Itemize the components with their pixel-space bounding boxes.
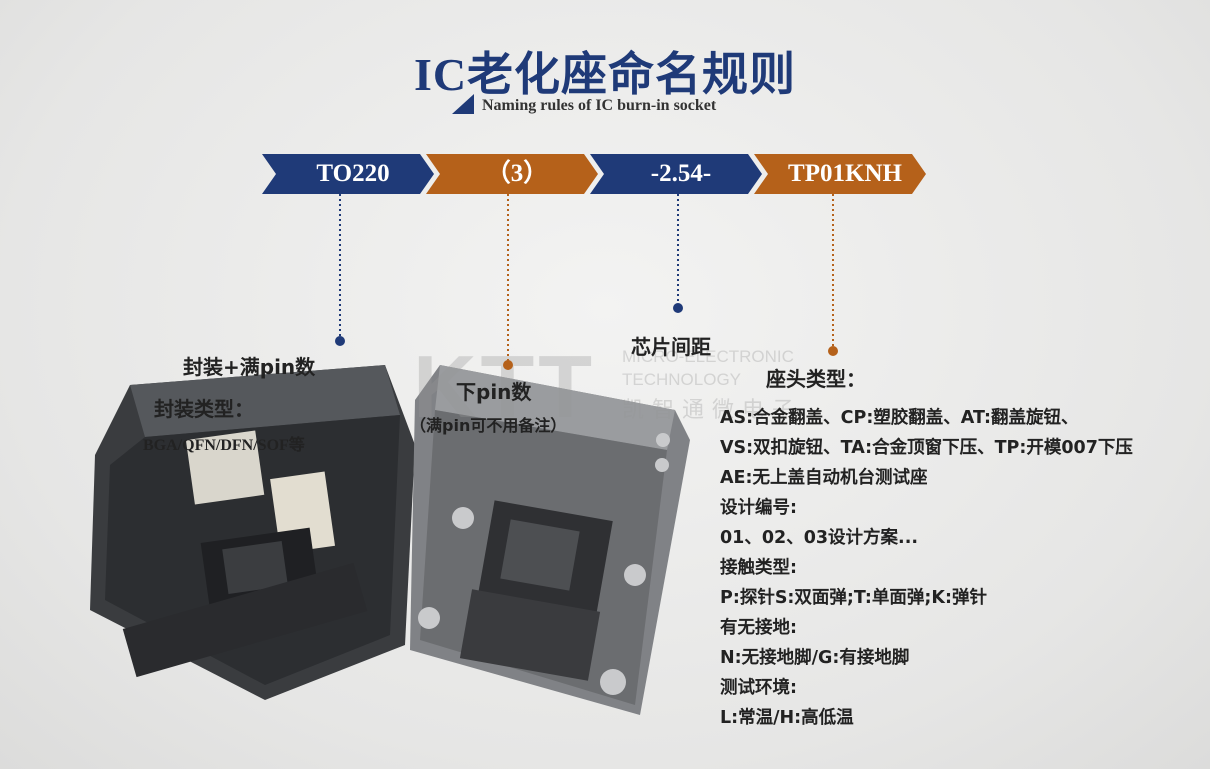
segment-pitch: -2.54- <box>650 160 712 187</box>
page-subtitle: Naming rules of IC burn-in socket <box>482 97 717 114</box>
segment-package: TO220 <box>316 160 390 187</box>
desc-line-9: N:无接地脚/G:有接地脚 <box>720 648 910 668</box>
socket-photo-right <box>410 365 690 715</box>
desc-line-4: 设计编号: <box>720 498 797 518</box>
connector-dot-pin <box>503 360 513 370</box>
desc-line-5: 01、02、03设计方案... <box>720 528 919 548</box>
naming-arrow-bar <box>262 154 926 194</box>
label-pitch: 芯片间距 <box>631 335 711 359</box>
label-package-type: 封装类型： <box>154 397 254 421</box>
desc-line-2: VS:双扣旋钮、TA:合金顶窗下压、TP:开模007下压 <box>720 438 1133 458</box>
label-pin-count: 下pin数 <box>456 380 532 404</box>
desc-line-10: 测试环境: <box>720 678 797 698</box>
segment-shape-pitch <box>590 154 762 194</box>
desc-line-6: 接触类型: <box>720 558 797 578</box>
socket-photo-left <box>90 365 415 700</box>
segment-socket-type: TP01KNH <box>788 160 902 187</box>
connector-dot-socket <box>828 346 838 356</box>
desc-line-11: L:常温/H:高低温 <box>720 708 854 728</box>
watermark-logo: KTT <box>413 337 597 436</box>
watermark-line-2: TECHNOLOGY <box>622 370 742 389</box>
segment-shape-socket <box>754 154 926 194</box>
watermark-line-1: MICRO-ELECTRONIC <box>622 347 794 366</box>
watermark-line-3: 凯智通微电子 <box>622 397 803 422</box>
connector-dot-pitch <box>673 303 683 313</box>
triangle-icon <box>452 94 474 114</box>
desc-line-8: 有无接地: <box>720 618 797 638</box>
label-package-examples: BGA/QFN/DFN/SOF等 <box>143 437 305 454</box>
segment-shape-pin <box>426 154 598 194</box>
desc-line-3: AE:无上盖自动机台测试座 <box>720 468 928 488</box>
segment-shape-package <box>262 154 434 194</box>
segment-pin-count: （3） <box>485 160 549 187</box>
label-package-full-pin: 封装+满pin数 <box>183 355 316 379</box>
desc-line-7: P:探针S:双面弹;T:单面弹;K:弹针 <box>720 588 987 608</box>
page-title: IC老化座命名规则 <box>413 49 797 100</box>
desc-line-1: AS:合金翻盖、CP:塑胶翻盖、AT:翻盖旋钮、 <box>720 408 1079 428</box>
connector-dot-package <box>335 336 345 346</box>
label-socket-type: 座头类型： <box>766 367 866 391</box>
label-pin-note: （满pin可不用备注） <box>410 416 567 435</box>
